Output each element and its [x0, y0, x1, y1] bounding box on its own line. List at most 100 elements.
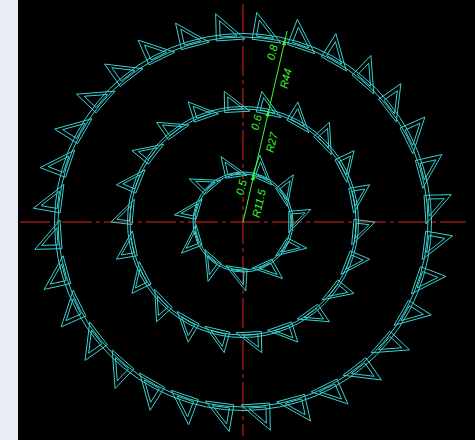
ratchet-tooth: [155, 289, 173, 321]
ratchet-tooth: [224, 91, 250, 112]
tooth-inner-outline: [231, 270, 244, 285]
dimension-label: 0.8: [266, 43, 281, 62]
tooth-inner-outline: [115, 358, 128, 381]
tooth-inner-outline: [291, 108, 304, 126]
tooth-inner-outline: [211, 331, 226, 347]
ratchet-tooth: [314, 122, 332, 154]
dimension-label: 0.6: [249, 113, 264, 132]
ratchet-tooth: [44, 256, 71, 290]
tooth-inner-outline: [193, 106, 211, 118]
tooth-inner-outline: [117, 206, 131, 221]
dimension-label: R44: [279, 66, 295, 90]
ratchet-tooth: [352, 219, 375, 244]
tooth-inner-outline: [220, 21, 238, 37]
ratchet-tooth: [216, 14, 245, 41]
ratchet-tooth: [176, 23, 210, 50]
ratchet-tooth: [415, 155, 442, 189]
tooth-inner-outline: [181, 29, 201, 45]
tooth-inner-outline: [123, 175, 140, 189]
ratchet-tooth: [188, 102, 218, 122]
ratchet-tooth: [226, 266, 247, 291]
tooth-inner-outline: [260, 98, 275, 114]
ratchet-tooth: [157, 122, 189, 140]
tooth-inner-outline: [358, 63, 371, 86]
side-panel: [0, 0, 18, 440]
tooth-inner-outline: [181, 204, 198, 216]
tooth-inner-outline: [328, 284, 347, 296]
dimension-group: [243, 31, 287, 222]
ring-group: [33, 12, 452, 431]
ratchet-tooth: [205, 326, 230, 352]
tooth-inner-outline: [112, 68, 135, 81]
tooth-inner-outline: [157, 296, 168, 315]
ratchet-tooth: [277, 394, 311, 421]
tooth-inner-outline: [428, 199, 444, 217]
ratchet-tooth: [76, 91, 115, 113]
ratchet-tooth: [276, 175, 294, 206]
tooth-inner-outline: [339, 156, 350, 175]
ratchet-tooth: [411, 267, 446, 294]
ratchet-tooth: [422, 231, 452, 259]
tooth-inner-outline: [304, 309, 323, 320]
tooth-inner-outline: [41, 191, 59, 208]
ratchet-tooth: [349, 185, 370, 213]
ratchet-tooth: [205, 250, 221, 282]
tooth-inner-outline: [420, 160, 436, 180]
tooth-inner-outline: [135, 269, 146, 288]
ratchet-tooth: [181, 225, 202, 253]
tooth-inner-outline: [280, 181, 291, 200]
tooth-inner-outline: [84, 94, 107, 107]
tooth-inner-outline: [257, 20, 274, 38]
dimension-label: R11.5: [251, 187, 269, 219]
tooth-inner-outline: [384, 91, 397, 114]
dimension-label: 0.5: [234, 178, 249, 197]
ratchet-tooth: [116, 231, 137, 259]
tooth-inner-outline: [352, 189, 365, 206]
tooth-inner-outline: [186, 231, 198, 248]
ratchet-tooth: [322, 280, 354, 300]
ratchet-tooth: [132, 262, 151, 294]
tooth-inner-outline: [355, 223, 369, 238]
ratchet-tooth: [297, 304, 329, 322]
tooth-inner-outline: [379, 337, 402, 350]
tooth-inner-outline: [48, 156, 69, 172]
tooth-inner-outline: [275, 326, 293, 338]
ratchet-tooth: [341, 251, 370, 275]
ratchet-tooth: [177, 311, 199, 342]
ratchet-tooth: [371, 331, 410, 353]
tooth-inner-outline: [66, 299, 81, 321]
tooth-inner-outline: [346, 255, 363, 269]
ratchet-tooth: [85, 322, 107, 360]
tooth-inner-outline: [427, 236, 445, 253]
tooth-inner-outline: [225, 162, 241, 175]
ratchet-tooth: [140, 373, 165, 410]
tooth-inner-outline: [318, 128, 329, 147]
ratchet-tooth: [400, 117, 425, 154]
ratchet-tooth: [424, 195, 451, 224]
ratchet-tooth: [311, 379, 348, 404]
tooth-inner-outline: [195, 181, 214, 190]
tooth-inner-outline: [144, 45, 166, 60]
ratchet-tooth: [268, 322, 298, 342]
tooth-inner-outline: [243, 334, 258, 347]
tooth-inner-outline: [182, 317, 195, 335]
tooth-inner-outline: [401, 306, 423, 321]
ratchet-tooth: [112, 350, 134, 389]
tooth-inner-outline: [417, 272, 438, 288]
tooth-inner-outline: [162, 125, 181, 136]
tooth-inner-outline: [208, 256, 218, 275]
tooth-inner-outline: [177, 396, 193, 417]
ratchet-tooth: [132, 144, 164, 164]
tooth-inner-outline: [256, 162, 268, 180]
tooth-inner-outline: [259, 263, 277, 275]
tooth-inner-outline: [144, 380, 159, 402]
ratchet-tooth: [40, 150, 75, 177]
ratchet-tooth: [241, 403, 270, 430]
ratchet-tooth: [138, 40, 175, 65]
tooth-inner-outline: [327, 42, 342, 64]
tooth-inner-outline: [285, 399, 305, 415]
tooth-inner-outline: [63, 123, 85, 138]
ratchet-tooth: [335, 151, 354, 183]
